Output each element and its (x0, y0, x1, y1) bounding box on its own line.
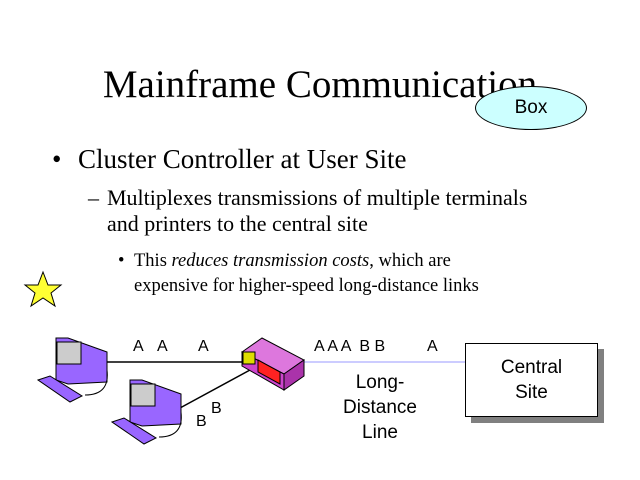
bullet-level2-line2: and printers to the central site (107, 211, 368, 236)
dash-bullet: – (88, 185, 99, 210)
star-icon (23, 270, 63, 308)
bullet-level2-line1: Multiplexes transmissions of multiple te… (107, 185, 528, 210)
link-b (179, 369, 251, 409)
bullet-level1: Cluster Controller at User Site (78, 144, 407, 174)
terminal-icon (36, 337, 108, 403)
label-b: B (211, 400, 222, 417)
cluster-controller-icon (241, 337, 305, 391)
bullet-dot: • (52, 144, 62, 174)
bullet-dot-small: • (118, 251, 125, 271)
terminal-icon (110, 379, 182, 445)
slide-title: Mainframe Communication (102, 63, 538, 106)
label-a: A (157, 338, 168, 355)
label-a: A (198, 338, 209, 355)
label-b: B (196, 413, 207, 430)
box-callout: Box (475, 86, 587, 130)
label-a: A (133, 338, 144, 355)
bullet-level3-line2: expensive for higher-speed long-distance… (134, 276, 479, 296)
bullet-level3-line1: This reduces transmission costs, which a… (134, 251, 451, 271)
trunk-label-last: A (427, 338, 438, 355)
trunk-labels: A A A B B (314, 338, 385, 355)
